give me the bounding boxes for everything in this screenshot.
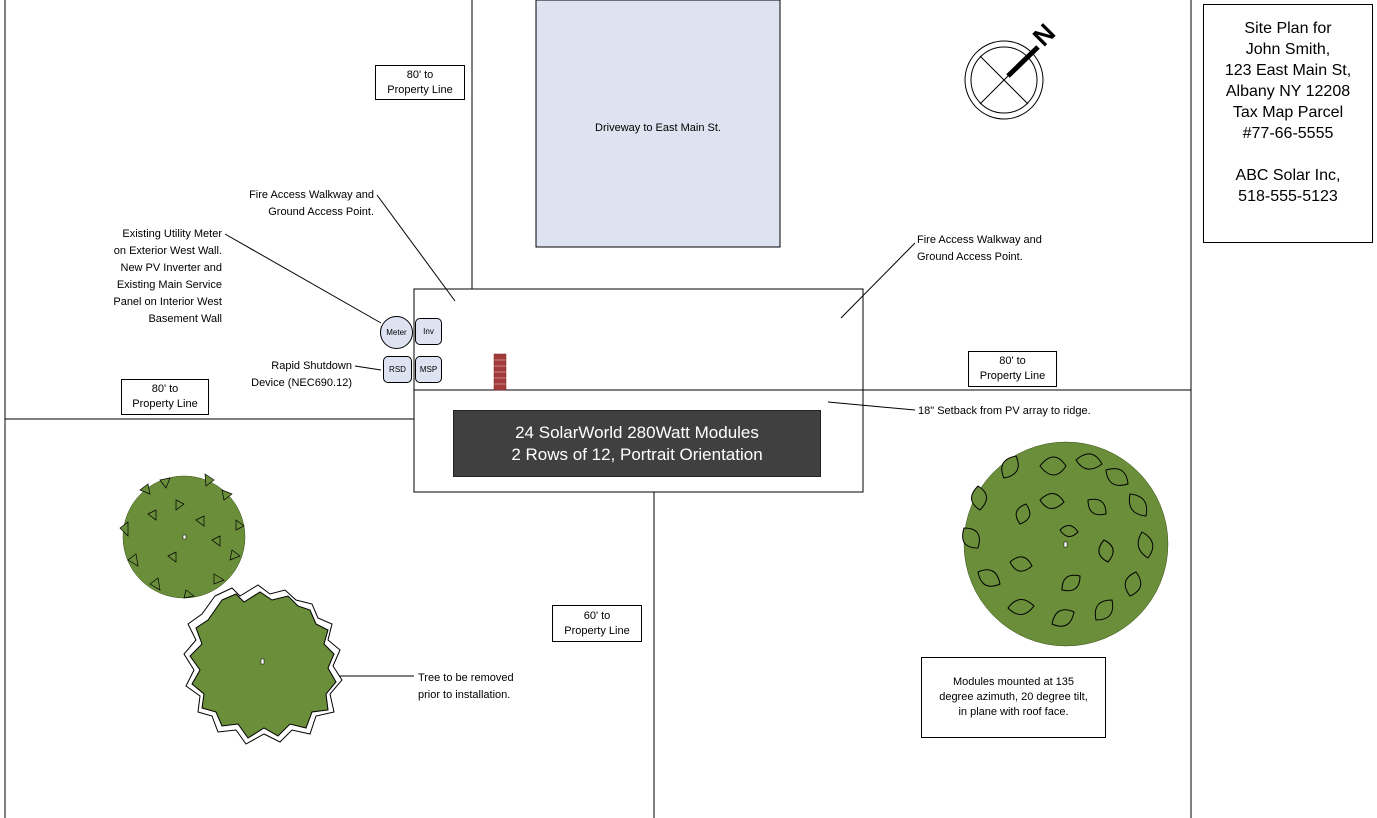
distance-text: Property Line [387, 83, 453, 96]
distance-value: 80' to [151, 383, 179, 395]
note-line: prior to installation. [418, 689, 511, 701]
leader-lines [224, 194, 916, 677]
rapid-shutdown-note: Rapid Shutdown Device (NEC690.12) [230, 358, 352, 392]
title-line: Albany NY 12208 [1225, 83, 1351, 100]
rapid-shutdown-device: RSD [383, 356, 412, 383]
note-line: degree azimuth, 20 degree tilt, [939, 691, 1088, 703]
driveway-label: Driveway to East Main St. [595, 122, 721, 134]
pv-array-label: 24 SolarWorld 280Watt Modules 2 Rows of … [453, 410, 821, 477]
fire-access-note-left: Fire Access Walkway and Ground Access Po… [222, 187, 374, 221]
distance-value: 80' to [406, 68, 434, 81]
note-line: Ground Access Point. [917, 251, 1023, 263]
inverter: Inv [415, 318, 442, 345]
title-line: John Smith, [1245, 41, 1331, 58]
utility-meter-note: Existing Utility Meter on Exterior West … [80, 226, 222, 328]
distance-label-bottom: 60' to Property Line [552, 605, 642, 642]
distance-label-right: 80' to Property Line [968, 351, 1057, 387]
property-lines [4, 0, 1192, 818]
note-line: New PV Inverter and [120, 262, 223, 274]
tree-top-left [119, 473, 246, 599]
tree-to-be-removed [183, 584, 343, 745]
main-service-panel: MSP [415, 356, 442, 383]
note-line: in plane with roof face. [958, 706, 1069, 718]
title-line: 518-555-5123 [1238, 188, 1338, 205]
title-line: Site Plan for [1244, 20, 1332, 37]
distance-label-left: 80' to Property Line [121, 379, 209, 415]
title-line: Tax Map Parcel [1232, 104, 1344, 121]
note-line: on Exterior West Wall. [113, 245, 222, 257]
note-line: Fire Access Walkway and [917, 234, 1042, 246]
utility-meter: Meter [380, 316, 413, 349]
title-block: Site Plan for John Smith, 123 East Main … [1203, 4, 1373, 243]
distance-text: Property Line [564, 624, 630, 637]
title-line: ABC Solar Inc, [1235, 167, 1341, 184]
note-line: Ground Access Point. [268, 206, 374, 218]
north-label: N [1027, 17, 1061, 51]
note-line: Panel on Interior West [113, 296, 222, 308]
setback-note: 18" Setback from PV array to ridge. [918, 405, 1091, 417]
note-line: Existing Main Service [116, 279, 222, 291]
note-line: Modules mounted at 135 [952, 676, 1075, 688]
array-line: 2 Rows of 12, Portrait Orientation [511, 445, 763, 464]
note-line: Basement Wall [148, 313, 222, 325]
title-line: #77-66-5555 [1242, 125, 1334, 142]
tree-right [962, 441, 1169, 647]
array-line: 24 SolarWorld 280Watt Modules [515, 423, 759, 442]
mounting-note: Modules mounted at 135 degree azimuth, 2… [921, 657, 1106, 738]
distance-value: 80' to [999, 355, 1026, 367]
tree-removal-note: Tree to be removed prior to installation… [418, 670, 514, 704]
note-line: Fire Access Walkway and [249, 189, 374, 201]
note-line: Existing Utility Meter [122, 228, 222, 240]
distance-value: 60' to [583, 609, 611, 622]
distance-text: Property Line [132, 398, 198, 410]
distance-label-top: 80' to Property Line [375, 65, 465, 100]
driveway [535, 0, 781, 248]
chimney [493, 353, 507, 391]
compass-icon [964, 40, 1044, 120]
distance-text: Property Line [979, 370, 1046, 382]
fire-access-note-right: Fire Access Walkway and Ground Access Po… [917, 232, 1042, 266]
note-line: Tree to be removed [418, 672, 514, 684]
note-line: Rapid Shutdown [271, 360, 352, 372]
title-line [1204, 144, 1372, 165]
note-line: Device (NEC690.12) [251, 377, 352, 389]
title-line: 123 East Main St, [1224, 62, 1352, 79]
